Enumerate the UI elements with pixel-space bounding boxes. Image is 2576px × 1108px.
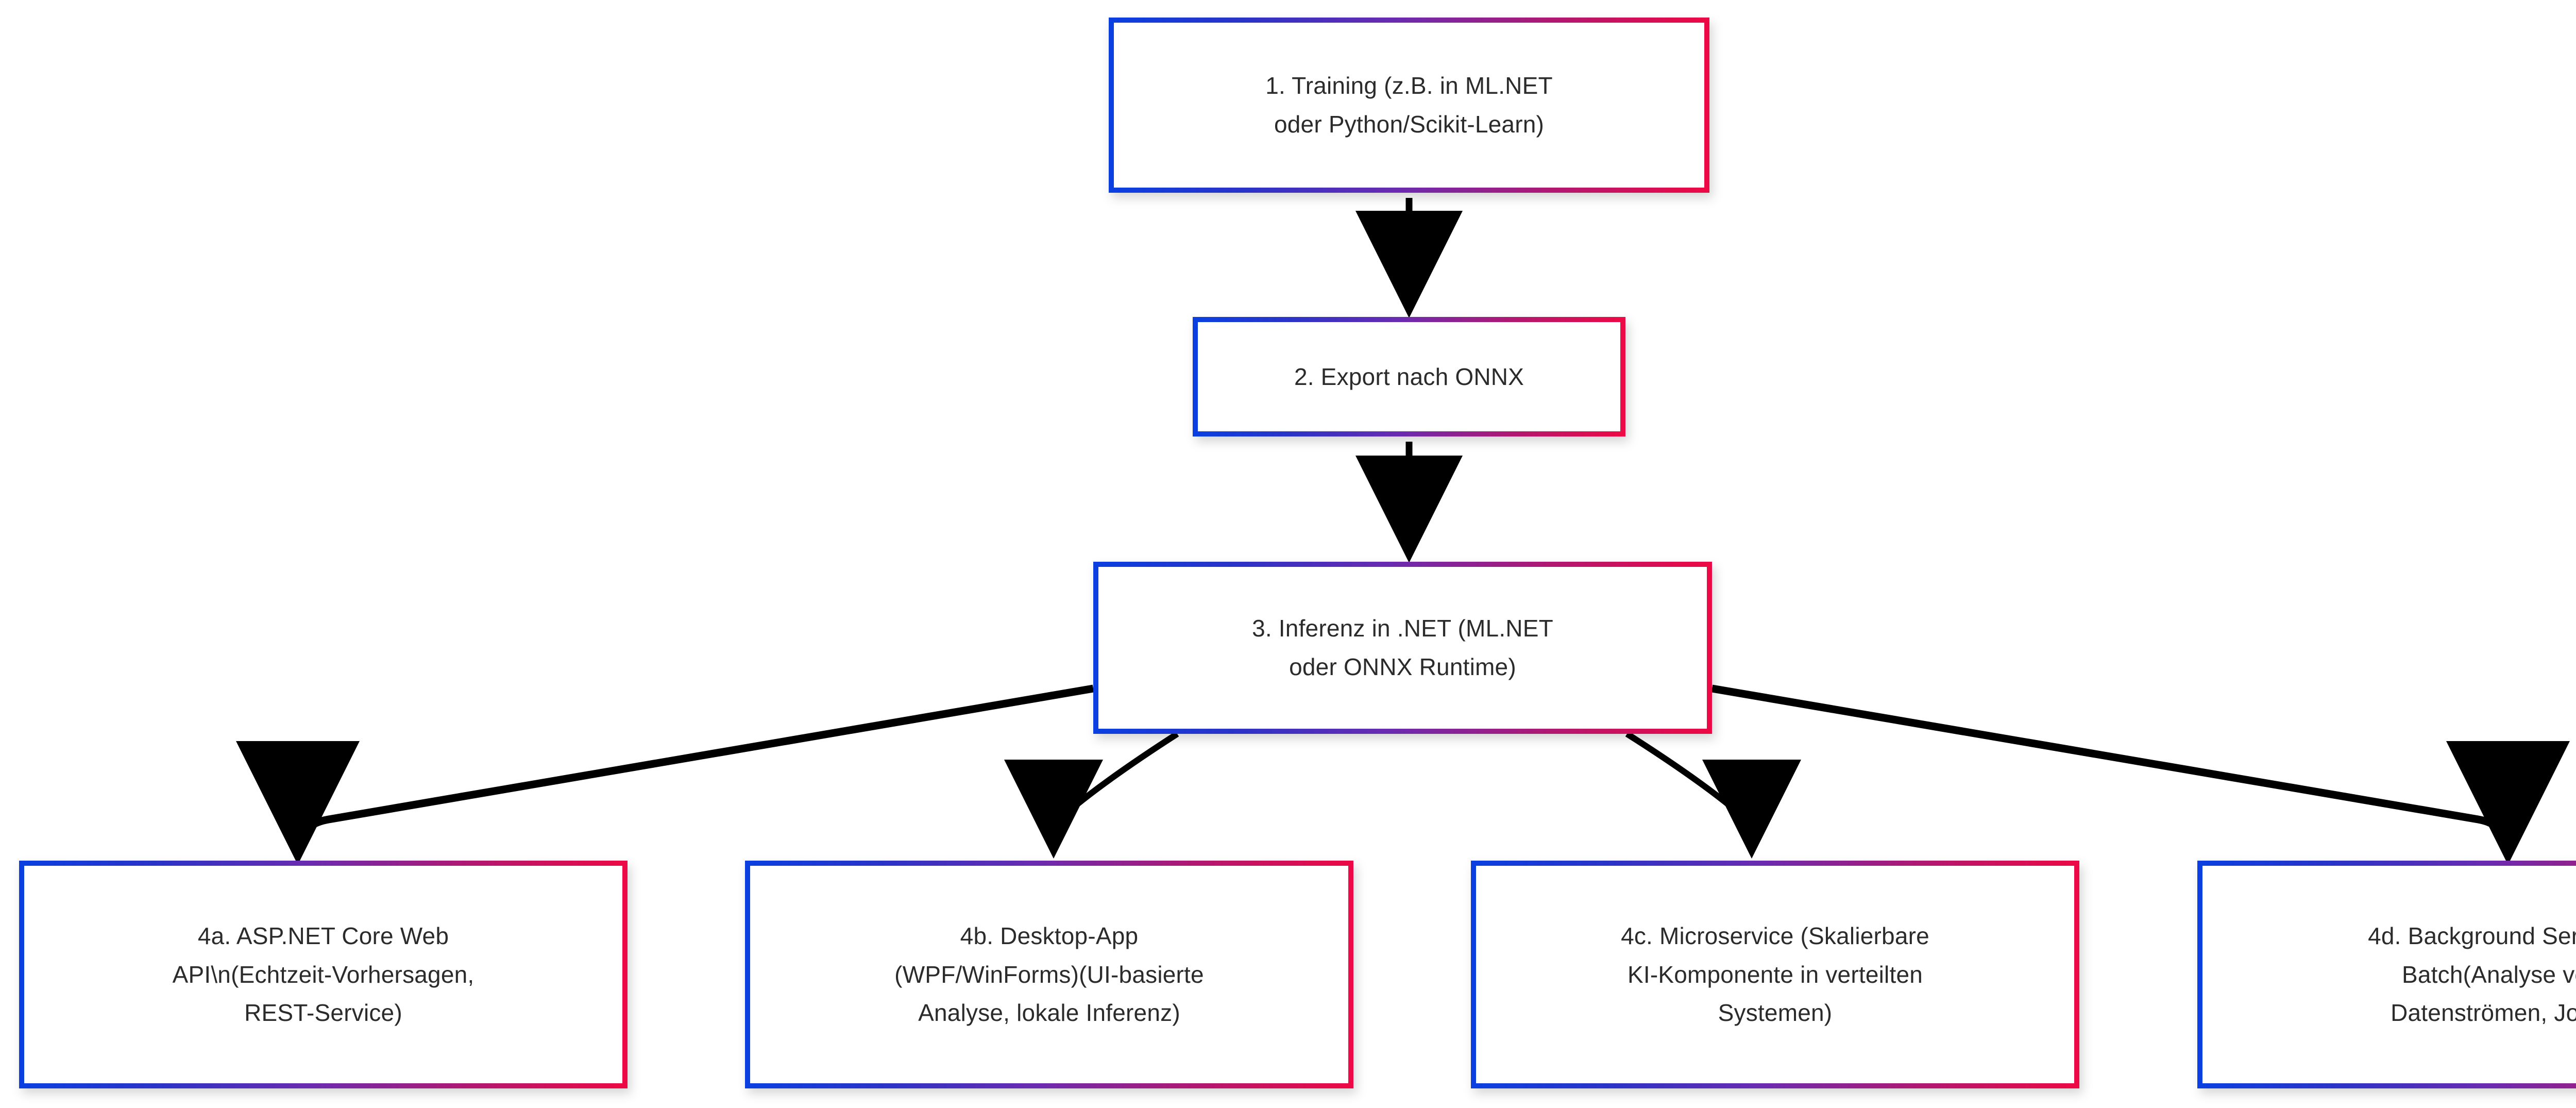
node-export[interactable]: 2. Export nach ONNX <box>1193 317 1625 437</box>
node-export-label: 2. Export nach ONNX <box>1294 363 1524 390</box>
node-desktop-app-label: 4b. Desktop-App (WPF/WinForms)(UI-basier… <box>894 922 1204 1027</box>
node-inference-label: 3. Inferenz in .NET (ML.NET oder ONNX Ru… <box>1252 615 1553 680</box>
node-background-service[interactable]: 4d. Background Service / Batch(Analyse v… <box>2197 861 2576 1088</box>
node-web-api-label: 4a. ASP.NET Core Web API\n(Echtzeit-Vorh… <box>172 922 474 1027</box>
node-microservice-label: 4c. Microservice (Skalierbare KI-Kompone… <box>1621 922 1929 1027</box>
node-desktop-app[interactable]: 4b. Desktop-App (WPF/WinForms)(UI-basier… <box>745 861 1353 1088</box>
node-microservice[interactable]: 4c. Microservice (Skalierbare KI-Kompone… <box>1471 861 2079 1088</box>
edge-inference-to-desktop <box>1004 731 1179 859</box>
edge-inference-to-background <box>1711 684 2570 865</box>
node-training-label: 1. Training (z.B. in ML.NET oder Python/… <box>1265 72 1553 138</box>
node-web-api[interactable]: 4a. ASP.NET Core Web API\n(Echtzeit-Vorh… <box>19 861 628 1088</box>
node-training[interactable]: 1. Training (z.B. in ML.NET oder Python/… <box>1109 18 1709 193</box>
node-inference[interactable]: 3. Inferenz in .NET (ML.NET oder ONNX Ru… <box>1093 562 1712 734</box>
node-background-service-label: 4d. Background Service / Batch(Analyse v… <box>2368 922 2576 1027</box>
edge-inference-to-webapi <box>236 684 1094 865</box>
edge-inference-to-microservice <box>1625 731 1801 859</box>
